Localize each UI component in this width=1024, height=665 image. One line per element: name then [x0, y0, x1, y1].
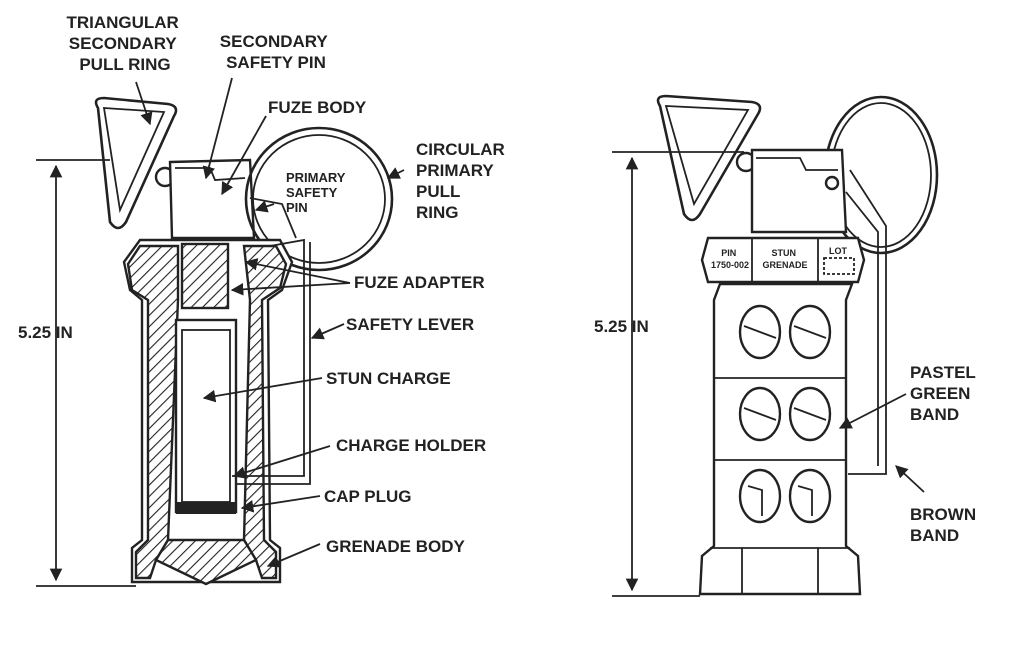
label-primary-pin: PRIMARY SAFETY PIN [286, 170, 349, 215]
dimension-line-right [612, 151, 744, 597]
fuze-body-right [750, 148, 848, 234]
triangular-pull-ring [94, 96, 178, 230]
circular-pull-ring [244, 126, 394, 272]
label-charge-holder: CHARGE HOLDER [336, 436, 486, 455]
label-brown-band: BROWN BAND [910, 505, 981, 545]
label-fuze-adapter: FUZE ADAPTER [354, 273, 485, 292]
label-pastel-green-band: PASTEL GREEN BAND [910, 363, 980, 424]
safety-lever [232, 238, 305, 477]
charge-holder [174, 318, 238, 514]
stun-grenade-label: STUN GRENADE [762, 248, 807, 270]
label-safety-lever: SAFETY LEVER [346, 315, 474, 334]
lot-label: LOT [829, 246, 847, 256]
label-band [700, 236, 866, 284]
triangular-pull-ring-right [656, 94, 762, 222]
label-triangular-ring: TRIANGULAR SECONDARY PULL RING [66, 13, 183, 74]
dimension-label-right: 5.25 IN [594, 317, 649, 336]
label-circular-ring: CIRCULAR PRIMARY PULL RING [416, 140, 510, 222]
fuze-adapter [180, 242, 230, 310]
dimension-label-left: 5.25 IN [18, 323, 73, 342]
body-holes [738, 304, 832, 524]
exterior-grenade: PIN 1750-002 STUN GRENADE LOT [594, 94, 981, 597]
label-grenade-body: GRENADE BODY [326, 537, 466, 556]
primary-safety-pin [249, 197, 297, 239]
cap-plug [176, 502, 236, 514]
label-cap-plug: CAP PLUG [324, 487, 412, 506]
cutaway-grenade: 5.25 IN TRIANGULAR SECONDARY PULL RING S… [18, 13, 510, 587]
label-fuze-body: FUZE BODY [268, 98, 367, 117]
pin-code-label: PIN 1750-002 [711, 248, 749, 270]
safety-lever-right [848, 169, 887, 475]
label-stun-charge: STUN CHARGE [326, 369, 451, 388]
dimension-line-left [36, 159, 136, 587]
label-secondary-pin: SECONDARY SAFETY PIN [220, 32, 332, 72]
